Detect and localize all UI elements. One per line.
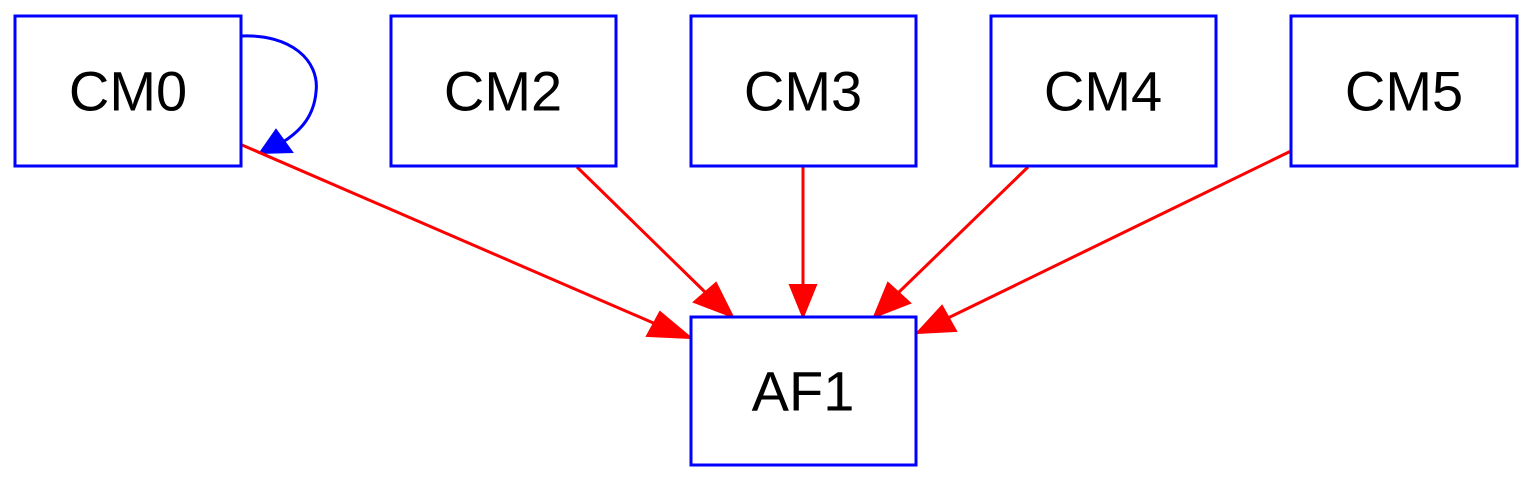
arrowhead-cm3-af1	[788, 284, 818, 320]
node-cm0-label: CM0	[69, 60, 187, 123]
arrowhead-cm4-af1	[872, 281, 912, 319]
node-cm0-box	[13, 14, 243, 168]
node-cm4-box	[989, 14, 1218, 168]
edge-cm0-cm0	[241, 34, 318, 144]
node-af1[interactable]: AF1	[689, 315, 918, 467]
edges	[241, 34, 1292, 340]
nodes: CM0 CM2 CM3 CM4 CM5 AF1	[13, 14, 1519, 467]
node-cm4-label: CM4	[1044, 60, 1162, 123]
node-cm5-label: CM5	[1345, 60, 1463, 123]
node-cm3[interactable]: CM3	[689, 14, 918, 168]
node-cm2[interactable]: CM2	[389, 14, 618, 168]
node-cm2-box	[389, 14, 618, 168]
node-af1-box	[689, 315, 918, 467]
node-af1-label: AF1	[752, 360, 855, 423]
node-cm2-label: CM2	[444, 60, 562, 123]
node-cm0[interactable]: CM0	[13, 14, 243, 168]
arrowhead-cm5-af1	[914, 304, 958, 335]
node-cm5[interactable]: CM5	[1289, 14, 1519, 168]
edge-cm0-af1	[241, 143, 659, 327]
node-cm4[interactable]: CM4	[989, 14, 1218, 168]
node-cm3-box	[689, 14, 918, 168]
arrowhead-cm2-af1	[692, 281, 736, 319]
edge-cm4-af1	[895, 165, 1030, 296]
edge-cm5-af1	[947, 149, 1292, 320]
node-cm3-label: CM3	[744, 60, 862, 123]
edge-cm2-af1	[575, 165, 709, 296]
node-cm5-box	[1289, 14, 1519, 168]
arrowhead-cm0-af1	[645, 310, 694, 340]
arrowhead-cm0-cm0	[258, 128, 294, 155]
